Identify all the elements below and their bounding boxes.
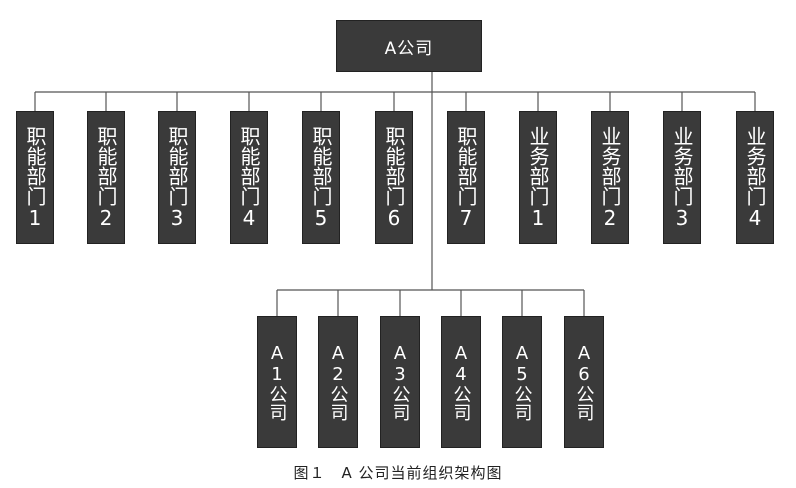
- department-node: 职能部门1: [16, 111, 54, 244]
- subsidiary-node: A6公司: [564, 316, 604, 448]
- root-node-a-company: A公司: [336, 20, 482, 72]
- department-label: 业务部门4: [743, 125, 767, 230]
- department-node: 职能部门6: [375, 111, 413, 244]
- root-node-label: A公司: [384, 38, 434, 59]
- subsidiary-label: A1公司: [266, 343, 288, 421]
- department-label: 业务部门3: [670, 125, 694, 230]
- department-node: 职能部门7: [447, 111, 485, 244]
- subsidiary-label: A6公司: [573, 343, 595, 421]
- department-node: 业务部门1: [519, 111, 557, 244]
- subsidiary-node: A3公司: [380, 316, 420, 448]
- department-node: 职能部门4: [230, 111, 268, 244]
- department-label: 业务部门1: [526, 125, 550, 230]
- department-node: 职能部门2: [87, 111, 125, 244]
- subsidiary-node: A2公司: [318, 316, 358, 448]
- department-label: 职能部门3: [165, 125, 189, 230]
- department-node: 职能部门5: [302, 111, 340, 244]
- subsidiary-node: A4公司: [441, 316, 481, 448]
- department-label: 职能部门5: [309, 125, 333, 230]
- subsidiary-label: A3公司: [389, 343, 411, 421]
- department-node: 业务部门3: [663, 111, 701, 244]
- department-label: 职能部门4: [237, 125, 261, 230]
- department-node: 业务部门4: [736, 111, 774, 244]
- department-label: 职能部门2: [94, 125, 118, 230]
- subsidiary-label: A4公司: [450, 343, 472, 421]
- subsidiary-node: A1公司: [257, 316, 297, 448]
- department-node: 职能部门3: [158, 111, 196, 244]
- department-label: 职能部门7: [454, 125, 478, 230]
- figure-caption: 图１ A 公司当前组织架构图: [293, 464, 503, 482]
- department-label: 职能部门1: [23, 125, 47, 230]
- subsidiary-node: A5公司: [502, 316, 542, 448]
- subsidiary-label: A5公司: [511, 343, 533, 421]
- department-label: 业务部门2: [598, 125, 622, 230]
- department-node: 业务部门2: [591, 111, 629, 244]
- subsidiary-label: A2公司: [327, 343, 349, 421]
- department-label: 职能部门6: [382, 125, 406, 230]
